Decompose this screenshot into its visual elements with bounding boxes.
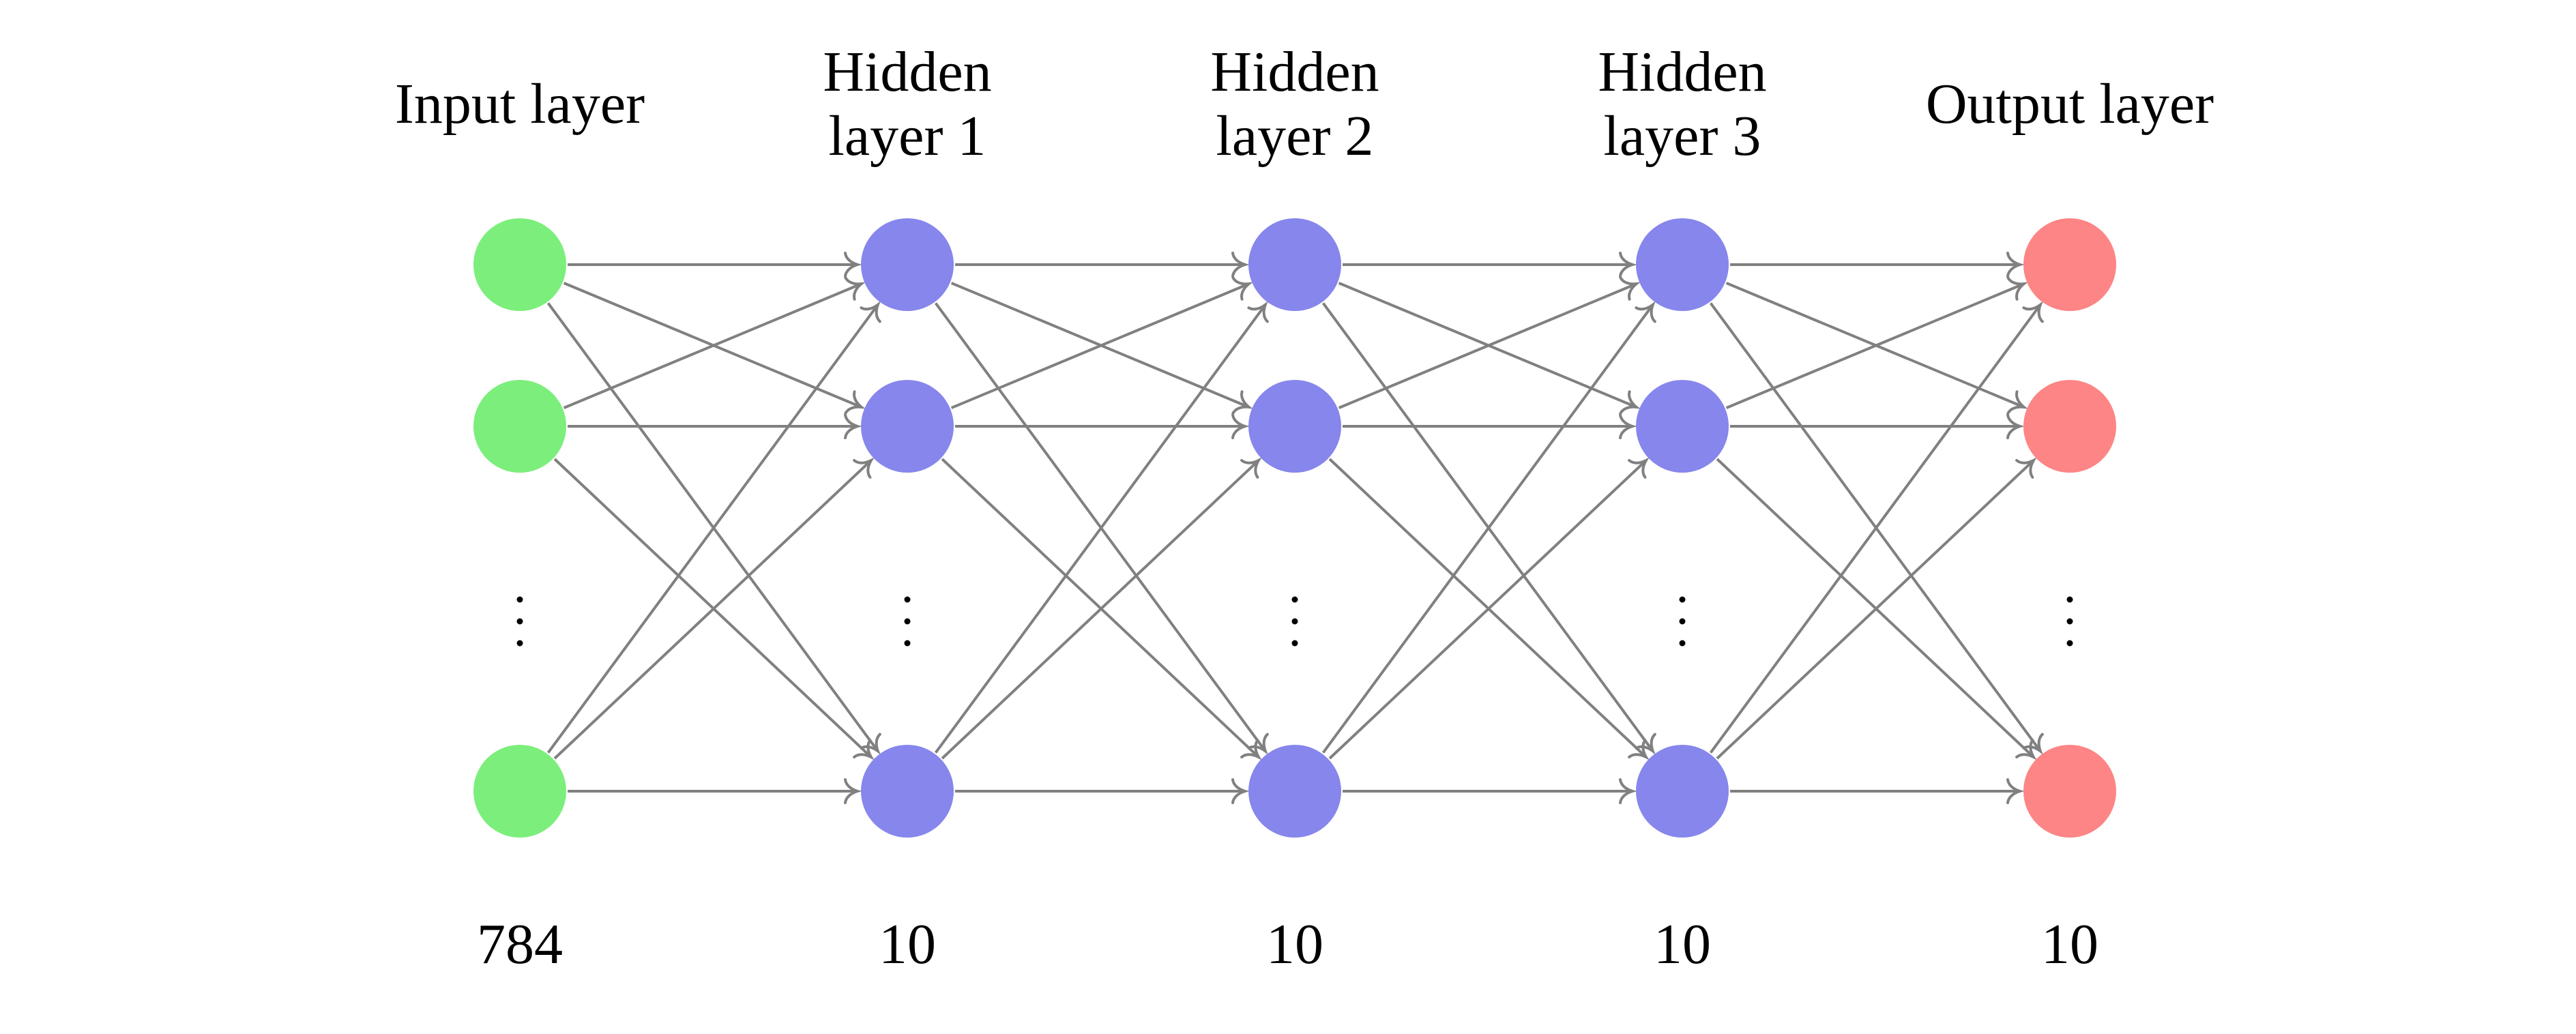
output-layer-title: Output layer <box>1926 72 2214 136</box>
hidden-layer-3-node <box>1636 745 1729 838</box>
hidden-layer-2-count: 10 <box>1266 913 1323 976</box>
hidden-layer-3-node <box>1636 218 1729 311</box>
hidden-layer-1-node <box>861 380 954 473</box>
input-layer-node <box>473 380 566 473</box>
title-line: Input layer <box>394 72 645 136</box>
vertical-ellipsis-dot <box>904 596 911 603</box>
title-line: layer 3 <box>1603 104 1761 168</box>
title-line: layer 2 <box>1216 104 1374 168</box>
edge-arrow <box>1709 302 2040 750</box>
vertical-ellipsis-dot <box>1291 618 1298 625</box>
vertical-ellipsis-dot <box>2066 596 2073 603</box>
vertical-ellipsis-dot <box>904 640 911 647</box>
hidden-layer-2-node <box>1248 745 1341 838</box>
vertical-ellipsis-dot <box>516 640 523 647</box>
input-layer-node <box>473 218 566 311</box>
hidden-layer-2-node <box>1248 218 1341 311</box>
output-layer-node <box>2023 380 2116 473</box>
edge-arrow <box>941 458 1257 756</box>
edges <box>546 265 2040 791</box>
edge-arrow <box>1328 458 1645 756</box>
title-line: Hidden <box>823 40 992 104</box>
edge-arrow <box>1338 284 1635 409</box>
edge-arrow <box>546 306 877 754</box>
hidden-layer-1-count: 10 <box>879 913 936 976</box>
edge-arrow <box>1321 302 1652 750</box>
hidden-layer-1-nodes <box>861 218 954 838</box>
vertical-ellipsis-dot <box>904 618 911 625</box>
hidden-layer-1-node <box>861 218 954 311</box>
vertical-ellipsis-dot <box>516 596 523 603</box>
edge-arrow <box>546 302 877 750</box>
hidden-layer-3-nodes <box>1636 218 1729 838</box>
vertical-ellipsis-dot <box>1291 596 1298 603</box>
edge-arrow <box>1716 461 2032 760</box>
output-layer-count: 10 <box>2041 913 2098 976</box>
hidden-layer-2-node <box>1248 380 1341 473</box>
edge-arrow <box>1725 284 2023 409</box>
edge-arrow <box>1328 461 1645 760</box>
input-layer-title: Input layer <box>395 72 645 136</box>
hidden-layer-3-node <box>1636 380 1729 473</box>
edge-arrow <box>950 284 1248 409</box>
vertical-ellipsis-dot <box>2066 618 2073 625</box>
input-layer-count: 784 <box>477 913 563 976</box>
input-layer-node <box>473 745 566 838</box>
edge-arrow <box>934 302 1265 750</box>
title-line: Hidden <box>1598 40 1767 104</box>
title-line: layer 1 <box>828 104 986 168</box>
vertical-ellipsis-dot <box>1679 640 1686 647</box>
edge-arrow <box>1321 306 1652 754</box>
title-line: Output layer <box>1925 72 2214 136</box>
title-line: Hidden <box>1210 40 1379 104</box>
edge-arrow <box>563 284 860 409</box>
edge-arrow <box>553 458 870 756</box>
vertical-ellipsis-dot <box>1679 618 1686 625</box>
input-layer-nodes <box>473 218 566 838</box>
vertical-ellipsis-dot <box>516 618 523 625</box>
edge-arrow <box>934 306 1265 754</box>
hidden-layer-1-node <box>861 745 954 838</box>
edge-arrow <box>553 461 870 760</box>
output-layer-node <box>2023 745 2116 838</box>
output-layer-nodes <box>2023 218 2116 838</box>
edge-arrow <box>1709 306 2040 754</box>
hidden-layer-2-nodes <box>1248 218 1341 838</box>
vertical-ellipsis-dot <box>1679 596 1686 603</box>
hidden-layer-3-count: 10 <box>1654 913 1711 976</box>
edge-arrow <box>941 461 1257 760</box>
output-layer-node <box>2023 218 2116 311</box>
edge-arrow <box>1716 458 2032 756</box>
vertical-ellipsis-dot <box>1291 640 1298 647</box>
vertical-ellipsis-dot <box>2066 640 2073 647</box>
